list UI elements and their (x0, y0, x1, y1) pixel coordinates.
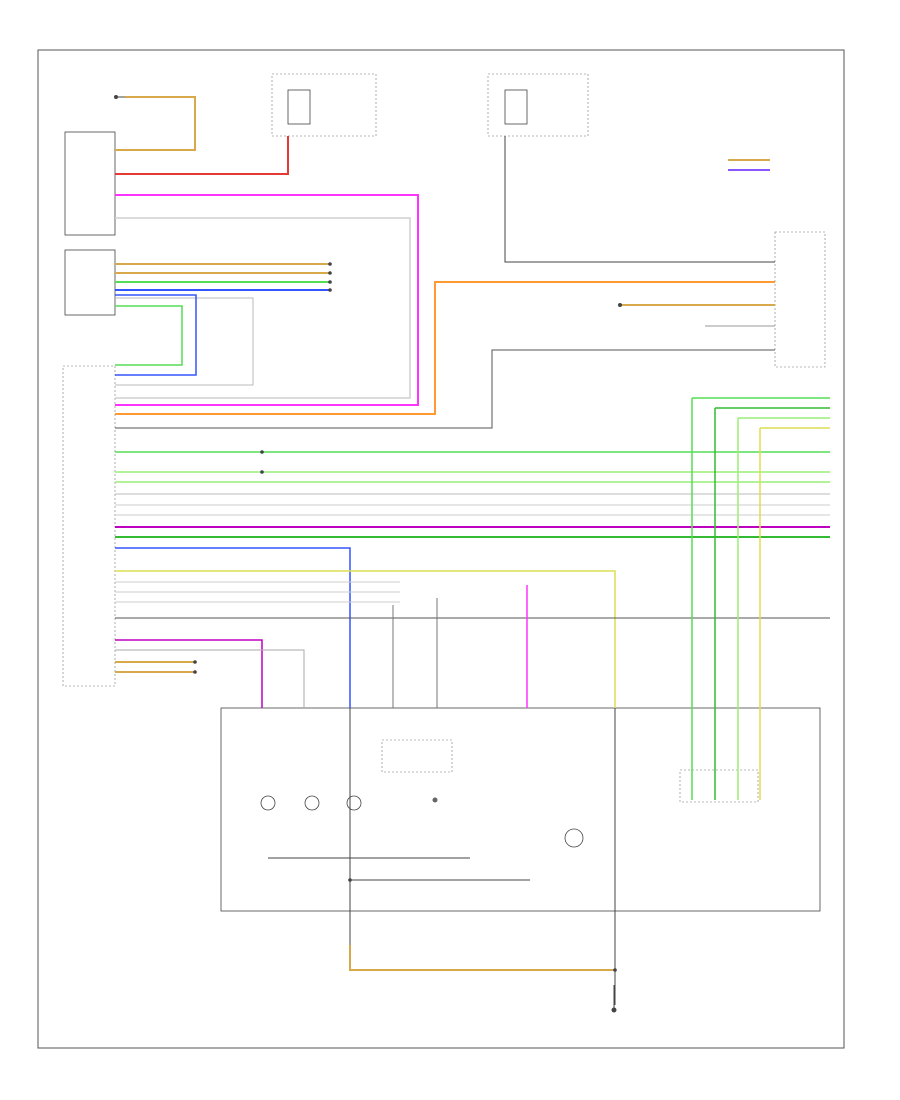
wire-grey-down (115, 649, 305, 708)
fuse-2-symbol (504, 89, 528, 125)
wire-yellow-down (115, 570, 616, 708)
wire-grey-lm (115, 297, 254, 386)
lamp-symbol-3 (346, 795, 362, 811)
wire-orange (115, 281, 775, 415)
splice-dot-1 (618, 303, 622, 307)
wire-group (115, 96, 830, 1005)
fuse-1-symbol (287, 89, 311, 125)
fuse-box-2 (487, 73, 589, 137)
switch-module-box (64, 131, 116, 236)
wire-grey-light (115, 217, 411, 399)
wire-red-fuse (115, 136, 289, 175)
main-connector-block (62, 365, 116, 687)
wire-tan-bottom (349, 945, 615, 971)
wire-blue-down (115, 547, 351, 708)
wire-black-right (115, 349, 775, 429)
wire-black-fuse2 (504, 136, 775, 263)
lamp-symbol-1 (260, 795, 276, 811)
ground-symbol-top-left (114, 95, 125, 99)
ground-symbol-bottom (611, 985, 617, 1013)
wire-green-right-2 (714, 407, 830, 800)
wire-green-right-3 (737, 417, 830, 800)
inner-module-box (381, 739, 453, 773)
wire-tan-top-left (115, 96, 196, 151)
lamp-symbol-4 (564, 828, 584, 848)
right-inner-box (679, 769, 759, 803)
connector-dots (193, 262, 617, 972)
right-module-box (774, 231, 826, 368)
wire-green-loop (115, 305, 183, 366)
wire-blue-loop (115, 294, 197, 376)
wire-pink (115, 194, 419, 406)
wire-green-right-4 (759, 427, 830, 800)
lamp-symbol-2 (304, 795, 320, 811)
light-switch-module (64, 249, 116, 316)
diagram-frame (37, 49, 845, 1049)
module-dot (432, 797, 438, 803)
wire-magenta-down (115, 639, 263, 708)
wire-green-right-1 (691, 397, 830, 800)
rear-lamp-housing (220, 707, 821, 912)
fuse-box-1 (271, 73, 377, 137)
